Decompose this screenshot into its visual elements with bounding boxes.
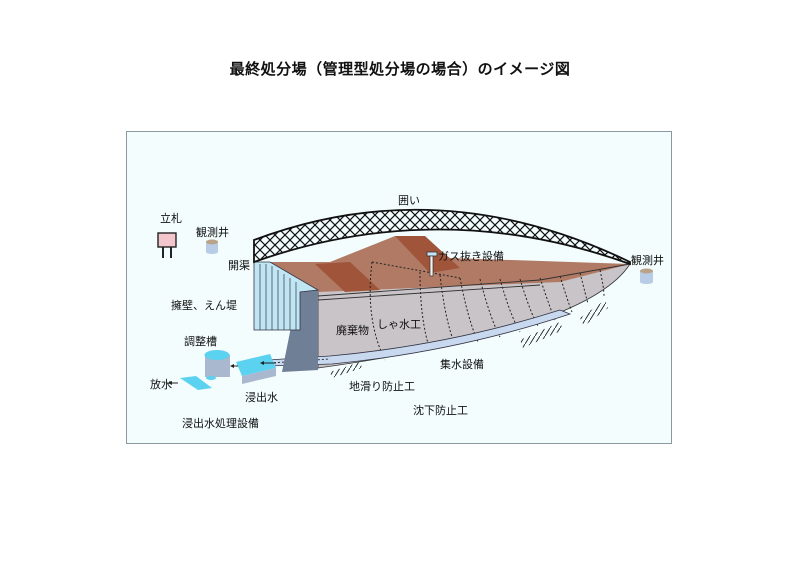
- retaining-wall: [253, 261, 320, 331]
- label-retaining-wall: 擁壁、えん堤: [171, 299, 237, 312]
- fence: [253, 208, 631, 266]
- label-fence: 囲い: [398, 194, 420, 207]
- label-well-right: 観測井: [631, 254, 664, 267]
- treatment-facility: [168, 350, 276, 390]
- label-waste: 廃棄物: [336, 324, 369, 337]
- gas-vent-icon: [426, 251, 438, 277]
- label-subsidence-prevention: 沈下防止工: [413, 404, 468, 417]
- label-discharge: 放水: [150, 378, 172, 391]
- label-sign: 立札: [160, 212, 182, 225]
- label-water-collection: 集水設備: [440, 358, 484, 371]
- label-liner: しゃ水工: [377, 318, 421, 331]
- label-well-left: 観測井: [196, 226, 229, 239]
- sign-icon: [157, 232, 177, 258]
- well-left-icon: [206, 239, 218, 254]
- well-right-icon: [640, 268, 653, 284]
- page-title: 最終処分場（管理型処分場の場合）のイメージ図: [229, 60, 571, 78]
- label-leachate: 浸出水: [245, 391, 278, 404]
- waste-ridge: [315, 262, 380, 292]
- label-channel: 開渠: [228, 259, 250, 272]
- ground-hatch: [330, 362, 362, 378]
- label-landslide-prevention: 地滑り防止工: [349, 380, 415, 393]
- label-gas-vent: ガス抜き設備: [438, 250, 504, 263]
- label-leachate-treatment: 浸出水処理設備: [182, 417, 259, 430]
- label-adjustment-tank: 調整槽: [184, 335, 217, 348]
